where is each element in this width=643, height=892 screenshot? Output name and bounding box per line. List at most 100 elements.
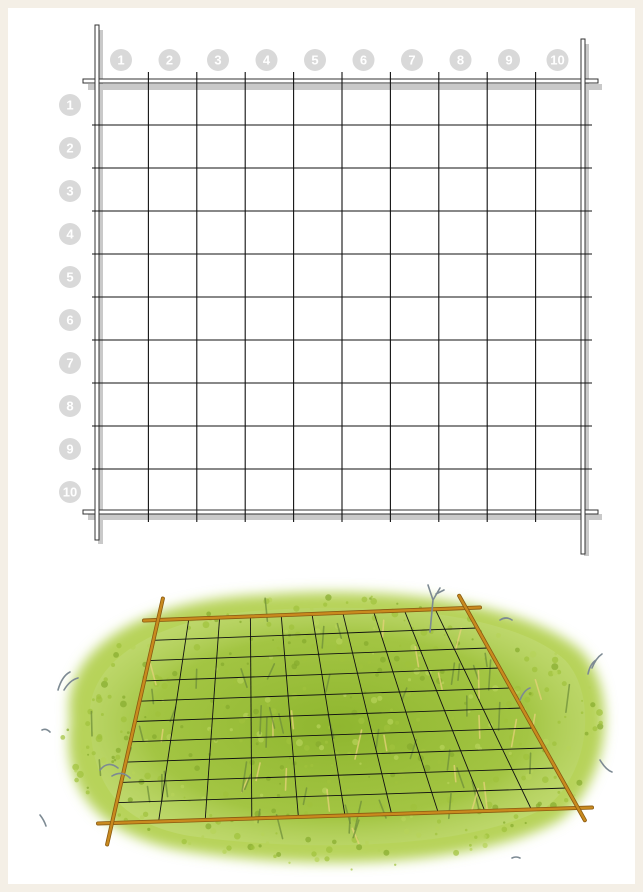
grass-speck: [289, 624, 295, 630]
grass-speck: [358, 718, 364, 724]
grass-speck: [502, 827, 508, 833]
grass-speck: [588, 686, 591, 689]
grass-speck: [172, 671, 177, 676]
grass-speck: [155, 711, 161, 717]
grass-speck: [291, 664, 297, 670]
grass-speck: [383, 850, 389, 856]
grass-speck: [113, 652, 119, 658]
grass-speck: [433, 646, 438, 651]
grass-speck: [273, 855, 277, 859]
grass-speck: [448, 625, 453, 630]
grass-speck: [96, 735, 103, 742]
grass-speck: [288, 862, 290, 864]
grass-speck: [493, 777, 499, 783]
grass-speck: [470, 848, 473, 851]
grass-speck: [205, 823, 211, 829]
grass-speck: [552, 657, 558, 663]
grass-speck: [551, 663, 558, 670]
grass-speck: [281, 788, 283, 790]
grass-speck: [225, 670, 229, 674]
grass-speck: [77, 771, 84, 778]
grass-blade: [286, 769, 287, 790]
grass-speck: [336, 645, 342, 651]
grass-speck: [380, 657, 386, 663]
grass-speck: [239, 739, 243, 743]
grass-speck: [530, 651, 537, 658]
grass-speck: [422, 789, 428, 795]
grass-speck: [302, 639, 307, 644]
grass-speck: [526, 774, 532, 780]
grass-speck: [346, 601, 349, 604]
grass-speck: [267, 703, 270, 706]
grass-speck: [437, 760, 441, 764]
grass-speck: [359, 665, 363, 669]
grass-speck: [371, 697, 377, 703]
grass-speck: [266, 622, 271, 627]
grass-speck: [67, 729, 70, 732]
grass-speck: [373, 627, 376, 630]
grass-speck: [323, 603, 327, 607]
grass-speck: [420, 676, 425, 681]
grass-speck: [564, 798, 568, 802]
grass-speck: [461, 773, 465, 777]
grass-speck: [474, 836, 477, 839]
grass-speck: [557, 791, 560, 794]
grass-speck: [250, 845, 255, 850]
grass-speck: [182, 839, 187, 844]
grass-speck: [359, 763, 361, 765]
grass-speck: [440, 745, 445, 750]
grass-speck: [336, 638, 343, 645]
grass-speck: [265, 697, 271, 703]
grass-speck: [223, 791, 229, 797]
grass-speck: [472, 638, 474, 640]
grass-speck: [331, 764, 333, 766]
grass-speck: [184, 797, 186, 799]
grass-speck: [222, 704, 224, 706]
grass-speck: [554, 776, 557, 779]
grass-speck: [247, 714, 249, 716]
grass-speck: [180, 725, 183, 728]
grass-speck: [538, 802, 542, 806]
grass-speck: [585, 732, 589, 736]
grass-speck: [301, 654, 308, 661]
grass-speck: [311, 644, 316, 649]
grass-speck: [147, 828, 150, 831]
grass-speck: [554, 652, 557, 655]
grass-speck: [279, 783, 281, 785]
grass-speck: [230, 728, 233, 731]
grass-speck: [259, 844, 262, 847]
grass-speck: [532, 667, 538, 673]
grass-speck: [226, 845, 231, 850]
grass-speck: [593, 726, 598, 731]
grass-speck: [310, 607, 314, 611]
grass-speck: [326, 846, 333, 853]
grass-speck: [206, 612, 211, 617]
grass-speck: [289, 757, 291, 759]
grass-speck: [115, 755, 120, 760]
grass-speck: [447, 782, 449, 784]
grass-speck: [418, 654, 421, 657]
grass-speck: [128, 797, 133, 802]
grass-speck: [524, 697, 530, 703]
grass-speck: [401, 817, 406, 822]
grass-speck: [201, 835, 204, 838]
grass-speck: [476, 705, 480, 709]
grass-speck: [483, 843, 488, 848]
grass-speck: [410, 815, 413, 818]
grass-speck: [305, 837, 311, 843]
twig-sketch: [600, 760, 612, 772]
grass-speck: [74, 778, 79, 783]
grass-speck: [144, 716, 146, 718]
grass-speck: [558, 721, 561, 724]
grass-speck: [506, 701, 512, 707]
grass-speck: [453, 850, 459, 856]
grass-speck: [101, 681, 108, 688]
grass-speck: [362, 597, 368, 603]
grass-speck: [171, 793, 175, 797]
grass-speck: [552, 670, 558, 676]
grass-speck: [291, 669, 296, 674]
grass-speck: [395, 721, 399, 725]
grass-speck: [451, 717, 454, 720]
grass-speck: [86, 746, 89, 749]
twig-sketch: [512, 857, 520, 858]
